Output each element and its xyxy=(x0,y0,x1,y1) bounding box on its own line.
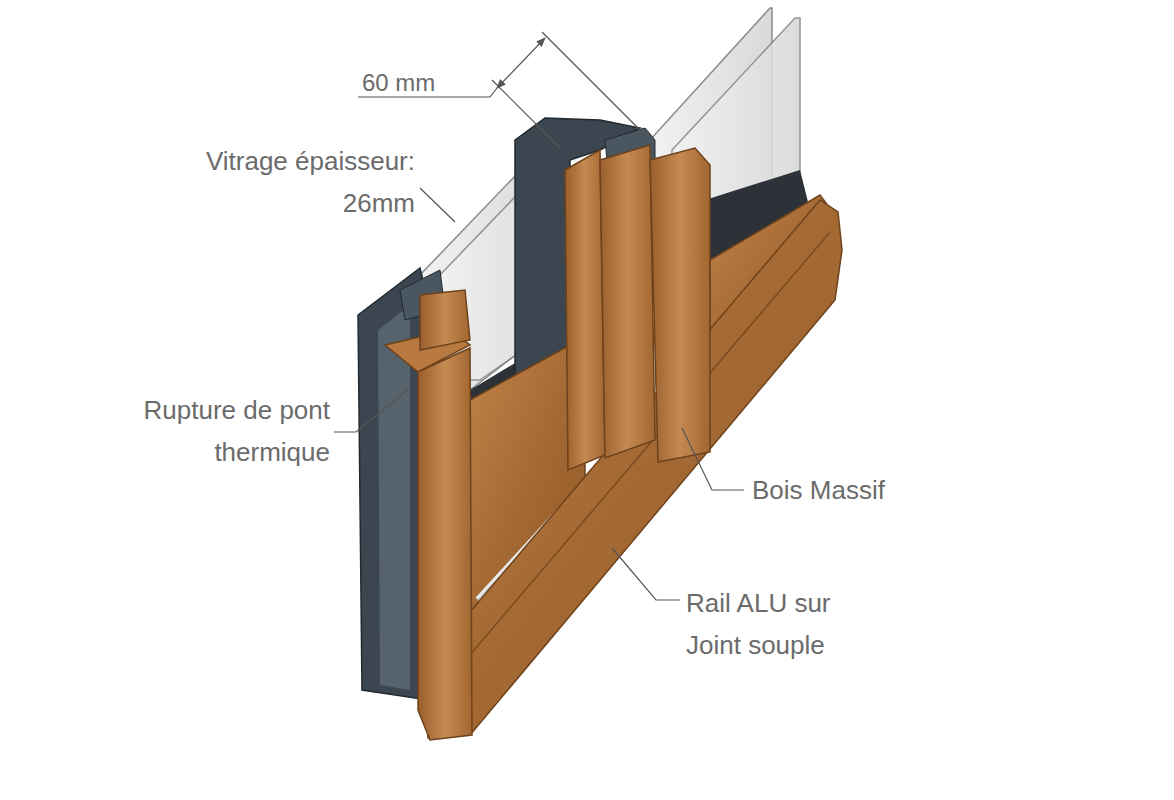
wood-mullion xyxy=(650,148,710,462)
leader-line xyxy=(334,188,744,600)
wood-stile xyxy=(418,348,472,740)
wood-stile xyxy=(420,290,470,350)
callout-label: Rupture de pont thermique xyxy=(58,389,330,473)
callout-label: Bois Massif xyxy=(752,469,885,511)
aluminium-profile xyxy=(378,305,410,690)
wood-mullion xyxy=(600,145,655,458)
callout-label: Rail ALU sur Joint souple xyxy=(686,582,886,666)
callout-label: Vitrage épaisseur: 26mm xyxy=(150,140,415,224)
wood-mullion xyxy=(565,150,605,470)
dimension-line xyxy=(358,32,640,148)
dimension-label: 60 mm xyxy=(362,62,435,104)
